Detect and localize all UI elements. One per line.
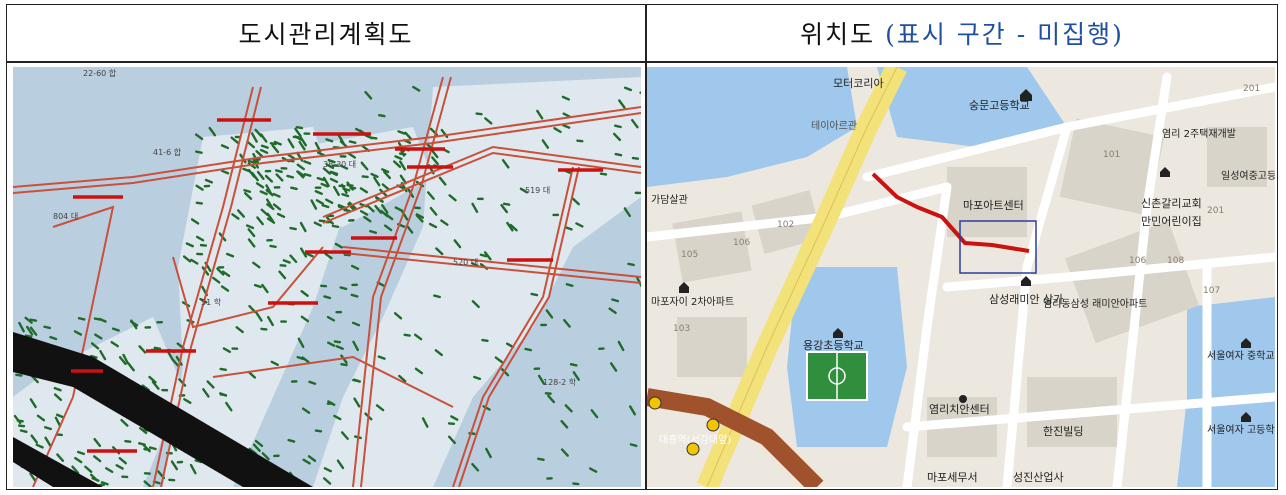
- building-numbers: 105 106 102 103 101 201 108 107 106 201: [673, 84, 1260, 334]
- svg-text:108: 108: [1167, 256, 1184, 266]
- place-label: 가담살관: [651, 194, 688, 206]
- svg-text:103: 103: [673, 324, 690, 334]
- plan-label-5: 804 대: [53, 212, 78, 221]
- right-title-main: 위치도: [800, 20, 876, 49]
- school-icon: [1241, 338, 1251, 348]
- subway-line: [647, 388, 824, 487]
- svg-text:105: 105: [681, 250, 698, 260]
- location-map-svg: 모터코리아 숭문고등학교 테이아르관 염리 2주택재개발 일성여중고등 가담살관…: [647, 67, 1275, 487]
- figure-frame: 도시관리계획도 위치도 (표시 구간 - 미집행): [6, 4, 1278, 490]
- plan-label-1: 22-60 합: [83, 69, 117, 78]
- place-label: 염리동삼성 래미안아파트: [1043, 298, 1147, 310]
- place-label: 테이아르관: [811, 120, 857, 132]
- planning-map-svg: 22-60 합 41-6 합 38-30 대 519 대 804 대 520 대…: [13, 67, 641, 487]
- place-label: 염리 2주택재개발: [1162, 128, 1236, 140]
- planning-map: 22-60 합 41-6 합 38-30 대 519 대 804 대 520 대…: [13, 67, 641, 487]
- place-label: 만민어린이집: [1141, 215, 1202, 228]
- place-label: 모터코리아: [833, 77, 884, 90]
- railway-band-lower: [13, 437, 103, 487]
- left-panel-title: 도시관리계획도: [238, 20, 414, 49]
- school-icon: [833, 328, 843, 338]
- location-map: 모터코리아 숭문고등학교 테이아르관 염리 2주택재개발 일성여중고등 가담살관…: [647, 67, 1275, 487]
- place-label: 마포자이 2차아파트: [651, 296, 734, 308]
- svg-text:201: 201: [1243, 84, 1260, 94]
- svg-text:101: 101: [1103, 150, 1120, 160]
- place-label: 일성여중고등: [1221, 170, 1275, 182]
- station-label: 대흥역(서강대앞): [659, 433, 731, 446]
- place-label: 마포세무서: [927, 471, 978, 484]
- place-label: 성진산업사: [1013, 471, 1064, 484]
- place-label: 서울여자 고등학교: [1207, 424, 1275, 436]
- school-icon: [1241, 412, 1251, 422]
- place-label: 마포아트센터: [963, 199, 1024, 212]
- svg-text:106: 106: [1129, 256, 1146, 266]
- plan-label-4: 519 대: [525, 186, 550, 195]
- plan-markers: [71, 118, 603, 453]
- unexecuted-route: [871, 172, 1030, 253]
- plan-label-2: 41-6 합: [153, 148, 182, 157]
- shop-icon: [1021, 276, 1031, 286]
- panel-divider: [645, 5, 647, 489]
- plan-label-8: 128-2 학: [543, 377, 577, 387]
- plan-label-7: 51 학: [201, 297, 222, 307]
- right-title-paren: (표시 구간 - 미집행): [885, 20, 1124, 49]
- place-label: 염리치안센터: [929, 403, 990, 416]
- police-icon: [959, 395, 967, 403]
- planning-roads: [13, 76, 641, 487]
- school-icon: [1020, 89, 1032, 101]
- planning-labels: 22-60 합 41-6 합 38-30 대 519 대 804 대 520 대…: [53, 69, 577, 387]
- minor-roads: [647, 72, 1275, 487]
- station-markers: [648, 396, 720, 456]
- place-labels: 모터코리아 숭문고등학교 테이아르관 염리 2주택재개발 일성여중고등 가담살관…: [651, 77, 1275, 484]
- place-label: 용강초등학교: [803, 339, 864, 352]
- place-label: 삼성래미안 상가: [989, 293, 1063, 306]
- svg-text:102: 102: [777, 220, 794, 230]
- plan-label-6: 520 대: [453, 258, 478, 267]
- poi-icons: [679, 89, 1251, 422]
- plan-label-3: 38-30 대: [323, 160, 356, 169]
- place-label: 신촌갈리교회: [1141, 196, 1202, 210]
- header-rule: [7, 61, 1277, 63]
- place-label: 숭문고등학교: [969, 99, 1030, 112]
- svg-text:107: 107: [1203, 286, 1220, 296]
- place-label: 서울여자 중학교: [1207, 350, 1275, 362]
- svg-text:106: 106: [733, 238, 750, 248]
- apartment-icon: [679, 282, 689, 293]
- church-icon: [1160, 167, 1170, 177]
- right-panel-title: 위치도 (표시 구간 - 미집행): [647, 5, 1277, 61]
- highlight-box: [959, 220, 1037, 274]
- place-label: 한진빌딩: [1043, 425, 1083, 438]
- svg-text:201: 201: [1207, 206, 1224, 216]
